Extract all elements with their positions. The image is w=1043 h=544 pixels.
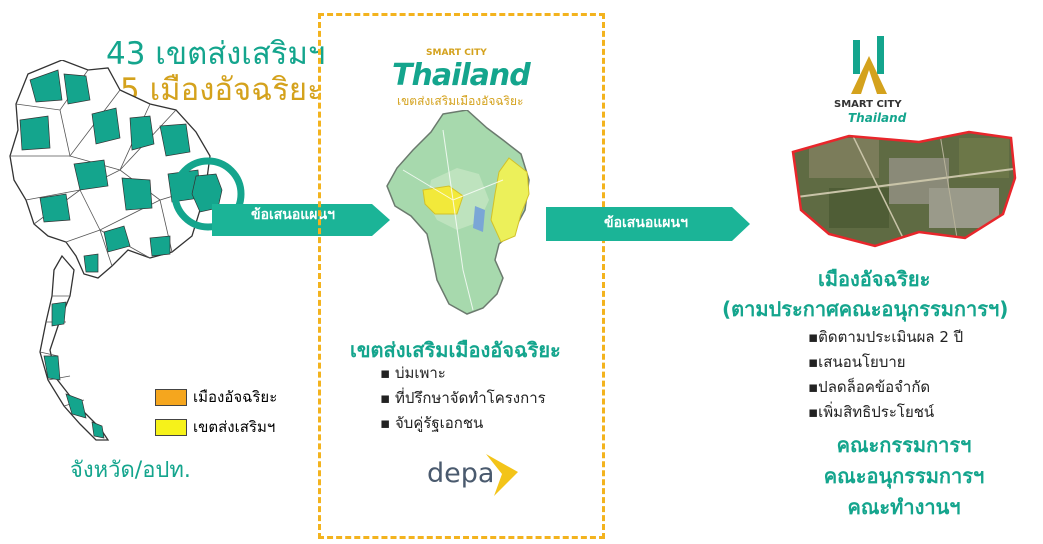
- right-logo-main: Thailand: [848, 111, 907, 125]
- highlighted-provinces: [19, 69, 201, 439]
- list-item: ▪ ที่ปรึกษาจัดทำโครงการ: [380, 389, 546, 407]
- center-logo-subtitle: เขตส่งเสริมเมืองอัจฉริยะ: [397, 94, 524, 108]
- proposal-arrow-left-label: ข้อเสนอแผนฯ: [251, 207, 335, 223]
- smart-city-count-heading: 5 เมืองอัจฉริยะ: [120, 72, 324, 108]
- map-legend: เมืองอัจฉริยะ เขตส่งเสริมฯ: [155, 385, 277, 439]
- center-bullet-list: ▪ บ่มเพาะ ▪ ที่ปรึกษาจัดทำโครงการ ▪ จับค…: [380, 361, 546, 436]
- thailand-province-map: [9, 60, 211, 441]
- list-item: ▪เพิ่มสิทธิประโยชน์: [808, 403, 935, 421]
- province-label: จังหวัด/อปท.: [70, 458, 191, 483]
- zone-map: [386, 110, 530, 315]
- smart-city-satellite-image: [791, 130, 1017, 248]
- proposal-arrow-right-label: ข้อเสนอแผนฯ: [604, 215, 688, 231]
- center-logo-main: Thailand: [392, 58, 531, 93]
- legend-swatch-yellow: [155, 418, 187, 436]
- zoom-circle: [171, 157, 245, 231]
- zone-count-heading: 43 เขตส่งเสริมฯ: [106, 36, 326, 72]
- committee-item: คณะทำงานฯ: [847, 495, 961, 519]
- depa-logo-icon: [486, 454, 518, 496]
- promotion-zone-box: [318, 13, 605, 539]
- right-title-line1: เมืองอัจฉริยะ: [818, 267, 931, 291]
- map-mainland: [9, 60, 211, 279]
- smart-city-emblem-icon: [851, 36, 887, 94]
- center-heading: เขตส่งเสริมเมืองอัจฉริยะ: [350, 338, 561, 362]
- committee-item: คณะอนุกรรมการฯ: [823, 464, 985, 488]
- right-bullet-list: ▪ติดตามประเมินผล 2 ปี ▪เสนอนโยบาย ▪ปลดล็…: [808, 325, 963, 425]
- list-item: ▪ติดตามประเมินผล 2 ปี: [808, 328, 964, 346]
- right-logo-small-text: SMART CITY: [834, 99, 902, 110]
- list-item: ▪ บ่มเพาะ: [380, 364, 446, 382]
- legend-item-smart-city: เมืองอัจฉริยะ: [155, 385, 277, 409]
- list-item: ▪เสนอนโยบาย: [808, 353, 906, 371]
- right-title-line2: (ตามประกาศคณะอนุกรรมการฯ): [722, 297, 1009, 321]
- legend-label: เมืองอัจฉริยะ: [193, 388, 278, 406]
- committee-list: คณะกรรมการฯ คณะอนุกรรมการฯ คณะทำงานฯ: [764, 430, 1043, 523]
- list-item: ▪ จับคู่รัฐเอกชน: [380, 414, 484, 432]
- committee-item: คณะกรรมการฯ: [836, 433, 972, 457]
- legend-swatch-orange: [155, 388, 187, 406]
- legend-item-promotion-zone: เขตส่งเสริมฯ: [155, 415, 277, 439]
- center-logo-small-text: SMART CITY: [426, 48, 487, 58]
- depa-logo-text: depa: [427, 458, 495, 489]
- list-item: ▪ปลดล็อคข้อจำกัด: [808, 378, 931, 396]
- proposal-arrow-left: [212, 204, 390, 236]
- legend-label: เขตส่งเสริมฯ: [193, 418, 276, 436]
- proposal-arrow-right: [546, 207, 750, 241]
